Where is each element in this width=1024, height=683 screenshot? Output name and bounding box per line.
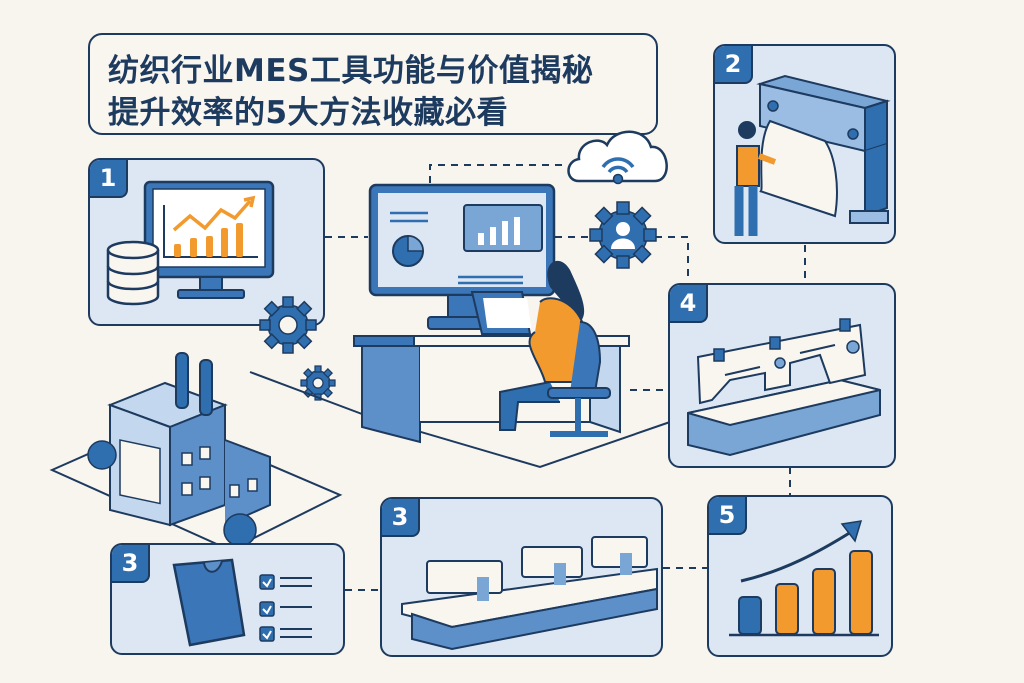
factory-icon	[49, 352, 343, 552]
sewing-line-icon	[401, 536, 658, 651]
panel-1-badge: 1	[90, 160, 128, 198]
gear-icon-small	[300, 365, 336, 401]
gear-icon-large	[259, 296, 317, 354]
panel-3a-badge: 3	[112, 545, 150, 583]
panel-4-sewing-machine: 4	[668, 283, 896, 468]
growth-chart-icon	[729, 520, 879, 637]
panel-3-sewing-line: 3	[380, 497, 663, 657]
panel-4-badge: 4	[670, 285, 708, 323]
panel-2-badge: 2	[715, 46, 753, 84]
user-gear-icon	[589, 201, 657, 269]
panel-5-growth-chart: 5	[707, 495, 893, 657]
sewing-machine-icon	[687, 318, 881, 457]
title-line-1: 纺织行业MES工具功能与价值揭秘	[108, 53, 594, 89]
shirt-checklist-icon	[172, 558, 312, 647]
fabric-roller-machine-icon	[734, 74, 891, 236]
panel-2-fabric-machine: 2	[713, 44, 896, 244]
panel-5-badge: 5	[709, 497, 747, 535]
monitor-chart-icon	[106, 180, 275, 306]
panel-3-garment-checklist: 3	[110, 543, 345, 655]
cloud-wifi-icon	[567, 130, 668, 185]
title-box: 纺织行业MES工具功能与价值揭秘 提升效率的5大方法收藏必看	[88, 33, 658, 135]
worker-at-desk	[249, 260, 671, 469]
panel-3b-badge: 3	[382, 499, 420, 537]
title-line-2: 提升效率的5大方法收藏必看	[108, 95, 509, 131]
